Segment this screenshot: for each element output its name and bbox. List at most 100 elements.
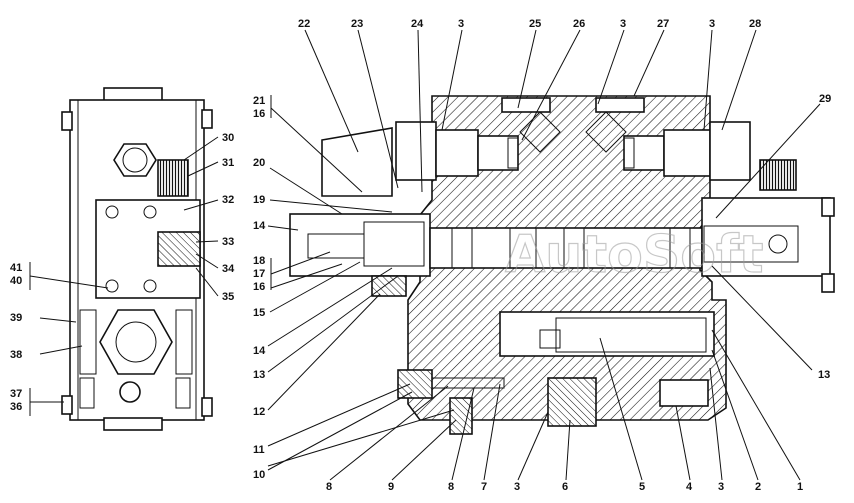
callout-13-right: 13	[818, 369, 830, 381]
right-check-valve	[623, 135, 665, 171]
callout-34: 34	[222, 263, 235, 275]
port-25	[501, 97, 551, 113]
callout-20: 20	[253, 157, 265, 169]
callout-3-bottom-a: 3	[514, 481, 520, 493]
right-check-spring	[623, 137, 635, 169]
hex-plug-top	[113, 143, 157, 177]
callout-32: 32	[222, 194, 234, 206]
spool-land-3	[563, 227, 585, 269]
callout-41: 41	[10, 262, 22, 274]
flange-bolt-4	[143, 279, 157, 293]
flange-bolt-2	[143, 205, 157, 219]
callout-3-top-b: 3	[620, 18, 626, 30]
callout-10: 10	[253, 469, 265, 481]
right-plug-28	[709, 121, 751, 181]
bolt-bottom-right	[201, 397, 213, 417]
callout-24: 24	[411, 18, 424, 30]
side-bottom-boss	[103, 417, 163, 431]
bolt-top-right	[201, 109, 213, 129]
spool-land-2	[509, 227, 537, 269]
callout-33: 33	[222, 236, 234, 248]
side-slot-low-left	[79, 377, 95, 409]
right-actuator-rod	[703, 225, 799, 263]
side-port	[119, 381, 141, 403]
flange-bolt-3	[105, 279, 119, 293]
flange-bolt-1	[105, 205, 119, 219]
callout-3-top-c: 3	[709, 18, 715, 30]
callout-5: 5	[639, 481, 645, 493]
side-fitting	[157, 159, 189, 197]
callout-14-upper: 14	[253, 220, 266, 232]
right-actuator	[701, 197, 831, 277]
callout-39: 39	[10, 312, 22, 324]
plug-9	[449, 397, 473, 435]
side-cap-33-34	[157, 231, 201, 267]
side-view	[61, 87, 213, 431]
lower-piston	[555, 317, 707, 353]
spool-land-1	[451, 227, 473, 269]
callout-29: 29	[819, 93, 831, 105]
right-check-body	[663, 129, 711, 177]
needle-7	[431, 377, 505, 389]
callout-labels: 22 23 24 3 25 26 3 27 3 28 29 21 16 20 1…	[10, 18, 831, 493]
bottom-plug-6	[547, 377, 597, 427]
callout-15: 15	[253, 307, 265, 319]
spool-bore	[429, 227, 703, 269]
screw-11	[397, 369, 433, 399]
lower-piston-head	[539, 329, 561, 349]
callout-31: 31	[222, 157, 234, 169]
callout-1: 1	[797, 481, 803, 493]
left-check-valve	[477, 135, 519, 171]
side-slot-left	[79, 309, 97, 375]
bolt-bottom-left	[61, 395, 73, 415]
nut-12	[371, 275, 407, 297]
callout-21: 21	[253, 95, 265, 107]
callout-22: 22	[298, 18, 310, 30]
callout-4: 4	[686, 481, 693, 493]
callout-8-a: 8	[326, 481, 332, 493]
spool-land-4	[669, 227, 691, 269]
callout-16-top: 16	[253, 108, 265, 120]
callout-18: 18	[253, 255, 265, 267]
right-bolt-bottom	[821, 273, 835, 293]
spool-housing-left	[289, 213, 431, 277]
callout-35: 35	[222, 291, 234, 303]
callout-14-lower: 14	[253, 345, 266, 357]
callout-40: 40	[10, 275, 22, 287]
callout-11: 11	[253, 444, 265, 456]
section-view	[289, 95, 835, 435]
callout-36: 36	[10, 401, 22, 413]
bottom-plug-4	[659, 379, 709, 407]
callout-12: 12	[253, 406, 265, 418]
callout-28: 28	[749, 18, 761, 30]
callout-25: 25	[529, 18, 541, 30]
callout-27: 27	[657, 18, 669, 30]
side-slot-low-right	[175, 377, 191, 409]
spool-end-nut	[363, 221, 425, 267]
leader-lines	[29, 29, 821, 481]
callout-2: 2	[755, 481, 761, 493]
callout-6: 6	[562, 481, 568, 493]
callout-16-lower: 16	[253, 281, 265, 293]
callout-7: 7	[481, 481, 487, 493]
callout-9: 9	[388, 481, 394, 493]
left-cap	[321, 127, 393, 197]
callout-30: 30	[222, 132, 234, 144]
hex-plug-bottom	[99, 309, 173, 375]
side-slot-right	[175, 309, 193, 375]
hex-plug-top-face	[122, 147, 148, 173]
watermark: AutoSoft	[505, 225, 764, 285]
left-check-body	[435, 129, 479, 177]
callout-17: 17	[253, 268, 265, 280]
bolt-top-left	[61, 111, 73, 131]
callout-38: 38	[10, 349, 22, 361]
port-27	[595, 97, 645, 113]
left-plug-22	[395, 121, 437, 181]
right-poppet-seat	[585, 111, 627, 153]
callout-3-top-a: 3	[458, 18, 464, 30]
hex-plug-bottom-face	[115, 321, 157, 363]
right-actuator-pin	[768, 234, 788, 254]
callout-26: 26	[573, 18, 585, 30]
lower-bore	[499, 311, 715, 357]
